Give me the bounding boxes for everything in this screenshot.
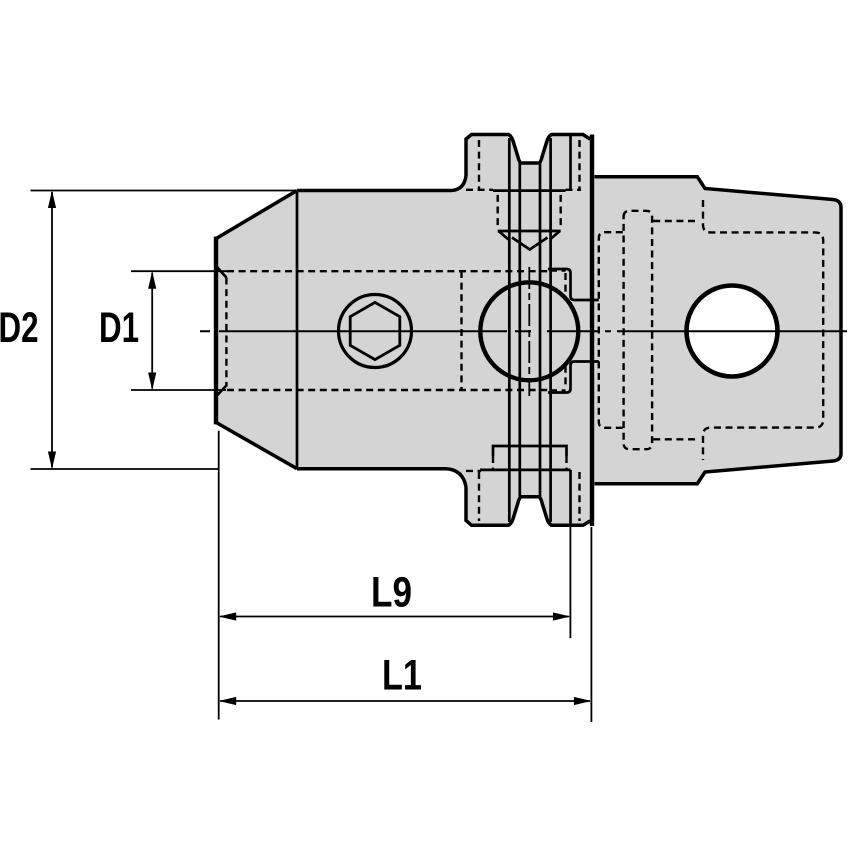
svg-text:L1: L1 xyxy=(382,652,422,700)
svg-text:L9: L9 xyxy=(371,569,412,617)
svg-text:D1: D1 xyxy=(99,304,139,352)
svg-text:D2: D2 xyxy=(0,304,39,352)
